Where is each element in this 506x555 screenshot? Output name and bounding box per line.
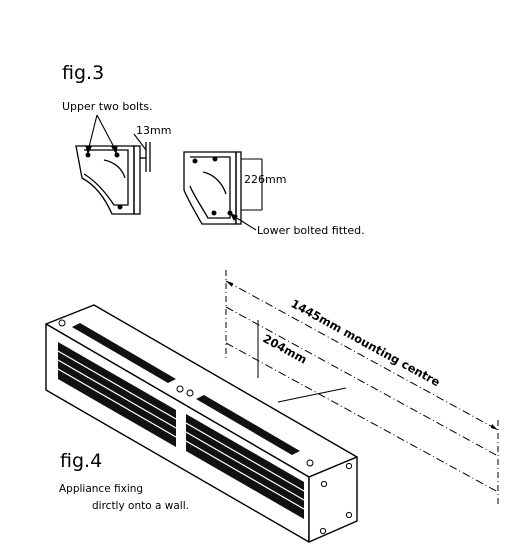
- bracket-left-bolts: [85, 152, 123, 210]
- mounting-dimension-arrows: [226, 281, 498, 430]
- bolt-icon: [117, 204, 123, 210]
- fig4-title: fig.4: [60, 450, 102, 472]
- bolt-icon: [85, 152, 91, 158]
- upper-bolts-leaders: [85, 114, 147, 155]
- appliance-grille-right: [185, 414, 305, 519]
- bolt-icon: [212, 156, 218, 162]
- fig4-caption-line1: Appliance fixing: [59, 483, 143, 495]
- mounting-dimension-lines: [225, 270, 499, 505]
- dimension-226mm-label: 226mm: [244, 173, 286, 186]
- bracket-right: [183, 151, 242, 225]
- bracket-right-bolts: [192, 156, 233, 216]
- fig4-caption-line2: dirctly onto a wall.: [92, 500, 189, 512]
- bolt-icon: [192, 158, 198, 164]
- dimension-226mm: [241, 158, 263, 211]
- appliance-top-features: [58, 319, 314, 467]
- appliance-top-slots: [72, 323, 300, 455]
- bolt-icon: [211, 210, 217, 216]
- fig3-title: fig.3: [62, 62, 104, 84]
- bracket-left: [75, 142, 151, 215]
- lower-bolt-leader: [229, 213, 257, 231]
- appliance-end-fixings: [319, 462, 353, 535]
- appliance-grille-left: [57, 342, 177, 447]
- dimension-1445mm-label: 1445mm mounting centre: [289, 296, 443, 389]
- lower-bolted-label: Lower bolted fitted.: [257, 224, 365, 237]
- dimension-13mm-label: 13mm: [136, 124, 171, 137]
- bolt-icon: [114, 152, 120, 158]
- upper-bolts-label: Upper two bolts.: [62, 100, 153, 113]
